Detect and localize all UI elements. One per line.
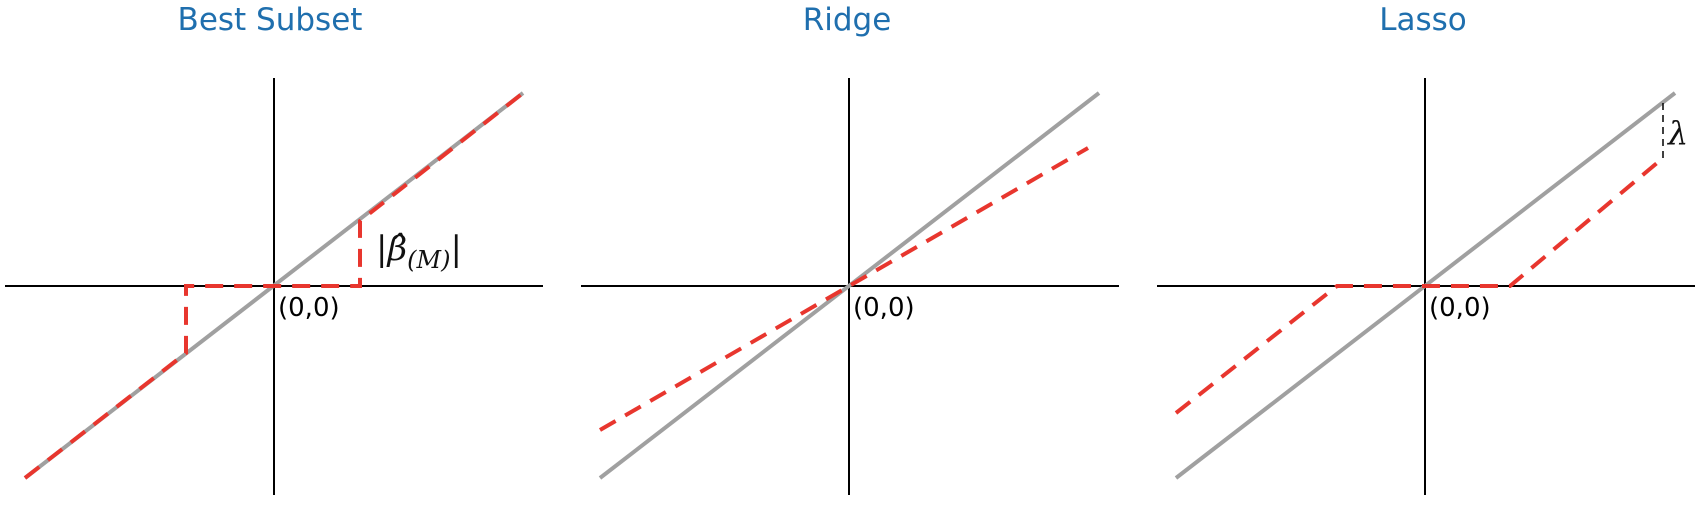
origin-label: (0,0) — [1429, 293, 1491, 323]
panel-best-subset: (0,0) |β̂(M)| — [5, 78, 543, 495]
panel-lasso: λ (0,0) — [1157, 78, 1695, 495]
title-lasso: Lasso — [1379, 2, 1467, 38]
title-ridge: Ridge — [802, 2, 892, 38]
identity-line — [598, 91, 1101, 480]
beta-threshold-label: |β̂(M)| — [376, 229, 462, 274]
origin-label: (0,0) — [278, 293, 340, 323]
lambda-label: λ — [1666, 114, 1688, 152]
soft-threshold-line — [1174, 156, 1665, 415]
panel-ridge: (0,0) — [581, 78, 1119, 495]
ridge-shrinkage-line — [598, 146, 1090, 432]
hard-threshold-line — [23, 91, 525, 480]
origin-label: (0,0) — [853, 293, 915, 323]
title-best-subset: Best Subset — [177, 2, 363, 38]
